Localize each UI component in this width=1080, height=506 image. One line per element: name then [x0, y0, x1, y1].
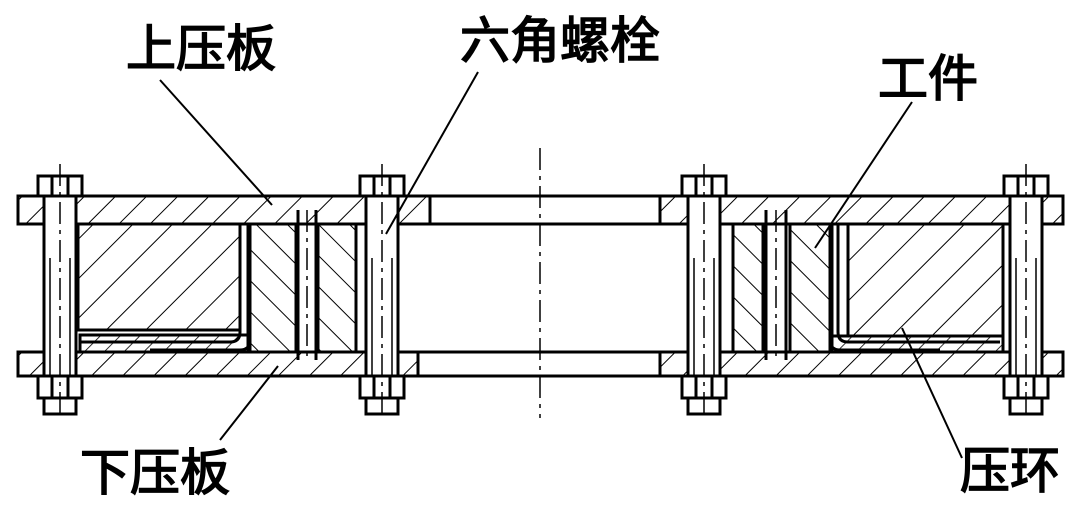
press-ring-right — [846, 222, 1005, 338]
workpiece-right — [731, 222, 1005, 354]
workpiece-left — [78, 222, 358, 354]
pin-left — [296, 210, 318, 360]
label-hex-bolt: 六角螺栓 — [460, 12, 660, 70]
lower-plate — [16, 350, 1065, 378]
label-workpiece: 工件 — [878, 50, 978, 108]
label-press-ring: 压环 — [960, 442, 1060, 500]
upper-plate — [16, 194, 1065, 226]
pin-right — [764, 210, 788, 360]
press-ring-left — [76, 222, 242, 332]
label-upper-plate: 上压板 — [126, 20, 276, 78]
center-lines — [59, 148, 1027, 420]
label-lower-plate: 下压板 — [80, 444, 230, 502]
leader-lines — [159, 71, 963, 459]
